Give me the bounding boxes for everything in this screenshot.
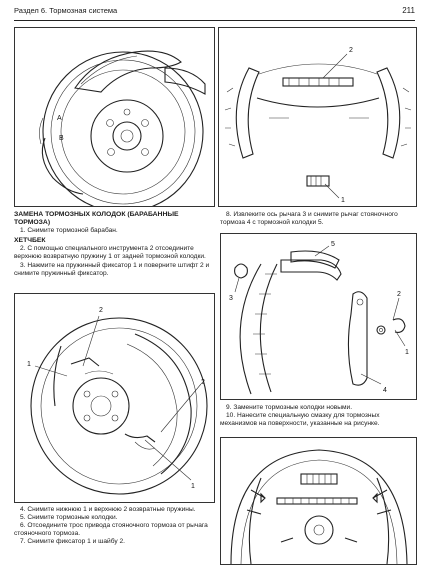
figure-label: 1 bbox=[191, 483, 195, 490]
step-4: 4. Снимите нижнюю 1 и верхнюю 2 возвратн… bbox=[20, 506, 196, 513]
step-1: 1. Снимите тормозной барабан. bbox=[20, 227, 118, 235]
right-text-middle: 9. Замените тормозные колодки новыми. 10… bbox=[220, 404, 415, 428]
figure-label: 3 bbox=[229, 295, 233, 302]
brake-shoes-illustration: 2 1 bbox=[224, 47, 412, 204]
lubrication-points-illustration bbox=[230, 449, 408, 564]
figure-label: 4 bbox=[383, 387, 387, 394]
figure-label: 1 bbox=[341, 197, 345, 204]
step-3: 3. Нажмите на пружинный фиксатор 1 и пов… bbox=[14, 261, 210, 277]
figure-label: 1 bbox=[27, 361, 31, 368]
figure-label: A bbox=[57, 115, 62, 122]
section-heading: ЗАМЕНА ТОРМОЗНЫХ КОЛОДОК (БАРАБАННЫЕ ТОР… bbox=[14, 211, 179, 227]
left-text-top: ЗАМЕНА ТОРМОЗНЫХ КОЛОДОК (БАРАБАННЫЕ ТОР… bbox=[14, 211, 213, 278]
figure-parking-lever: 5 3 2 1 4 bbox=[220, 233, 417, 400]
page-number: 211 bbox=[402, 6, 415, 15]
section-title: Раздел 6. Тормозная система bbox=[14, 6, 118, 15]
figure-lubrication-points bbox=[220, 437, 417, 565]
step-7: 7. Снимите фиксатор 1 и шайбу 2. bbox=[20, 538, 125, 546]
figure-drum-removal: A B bbox=[14, 27, 215, 207]
drum-removal-illustration: A B bbox=[39, 50, 206, 206]
step-5: 5. Снимите тормозные колодки. bbox=[20, 514, 118, 522]
figure-label: 2 bbox=[201, 379, 205, 386]
figure-label: 2 bbox=[397, 291, 401, 298]
figure-label: 5 bbox=[331, 241, 335, 248]
step-6: 6. Отсоедините трос привода стояночного … bbox=[14, 522, 208, 538]
figure-brake-shoes: 2 1 bbox=[218, 27, 417, 207]
step-10: 10. Нанесите специальную смазку для торм… bbox=[220, 412, 380, 428]
parking-lever-illustration: 5 3 2 1 4 bbox=[229, 241, 409, 395]
figure-label: 2 bbox=[349, 47, 353, 54]
figure-label: 1 bbox=[405, 349, 409, 356]
subheading: ХЕТЧБЕК bbox=[14, 237, 46, 245]
figure-label: 2 bbox=[99, 307, 103, 314]
step-9: 9. Замените тормозные колодки новыми. bbox=[226, 404, 353, 411]
step-8: 8. Извлеките ось рычага 3 и снимите рыча… bbox=[220, 211, 398, 227]
right-text-top: 8. Извлеките ось рычага 3 и снимите рыча… bbox=[220, 211, 415, 227]
figure-label: B bbox=[59, 135, 64, 142]
spring-removal-illustration: 2 1 2 1 bbox=[27, 307, 208, 495]
figure-spring-removal: 2 1 2 1 bbox=[14, 293, 215, 503]
page-header: Раздел 6. Тормозная система 211 bbox=[14, 6, 415, 21]
step-2: 2. С помощью специального инструмента 2 … bbox=[14, 245, 206, 261]
left-text-bottom: 4. Снимите нижнюю 1 и верхнюю 2 возвратн… bbox=[14, 506, 213, 546]
